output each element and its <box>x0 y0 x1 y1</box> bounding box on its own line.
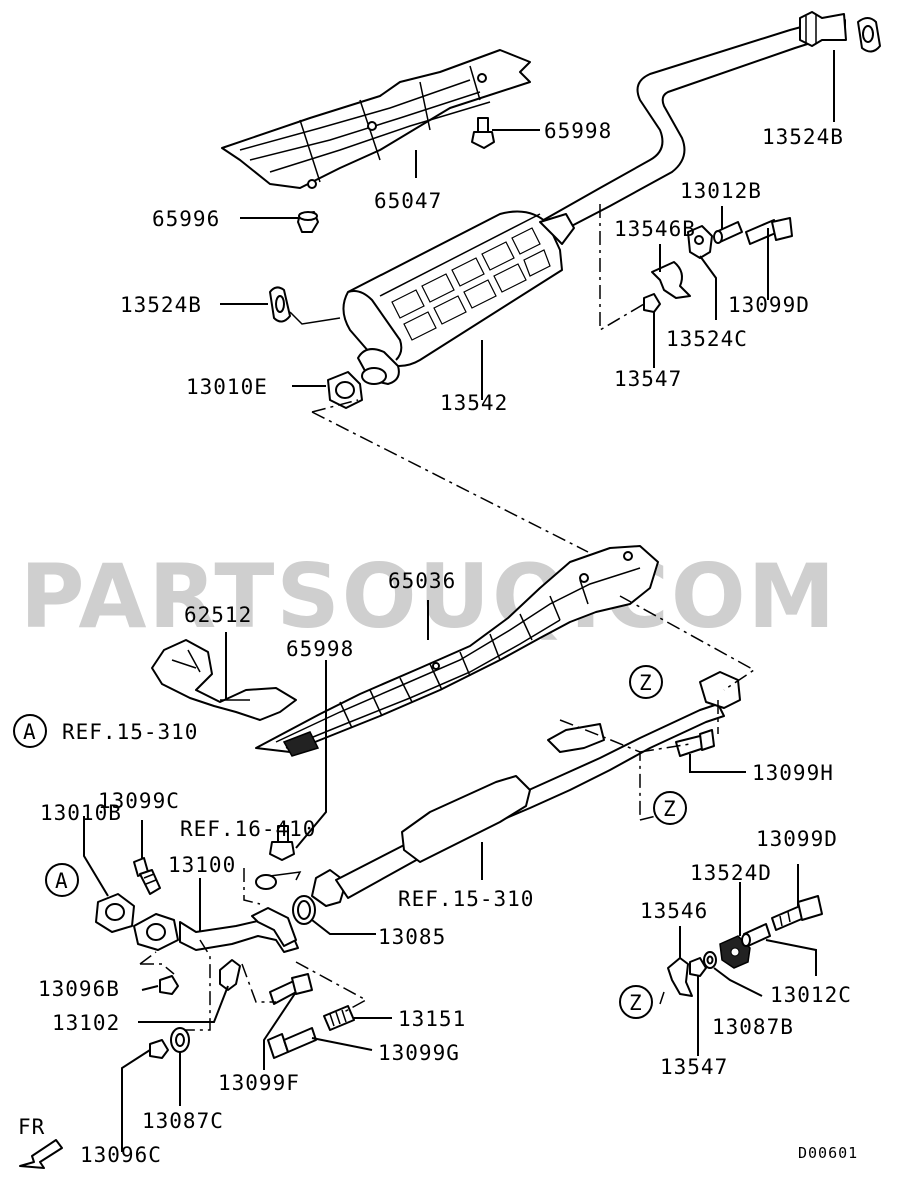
bolt-13099d-top[interactable] <box>745 217 793 245</box>
part-labels: 65998 65047 65996 13524B 13010E 13542 13… <box>38 119 852 1167</box>
tail-pipe[interactable] <box>539 11 847 233</box>
rubber-mount-13524c[interactable] <box>687 225 713 259</box>
label-13524c[interactable]: 13524C <box>666 327 748 351</box>
main-muffler-13542[interactable] <box>342 210 575 385</box>
bolt-13099d-bottom[interactable] <box>771 895 823 931</box>
callout-z-mid[interactable]: Z <box>653 791 687 825</box>
front-flange <box>133 913 179 951</box>
nut-13547-bottom[interactable] <box>689 957 707 977</box>
bolt-65998-top[interactable] <box>471 117 495 149</box>
svg-text:A: A <box>23 720 37 744</box>
diagram-code: D00601 <box>798 1144 858 1162</box>
grommet-65996[interactable] <box>297 211 319 233</box>
label-13085[interactable]: 13085 <box>378 925 446 949</box>
dash-lines <box>139 204 756 1031</box>
label-13099h[interactable]: 13099H <box>752 761 834 785</box>
label-13012b[interactable]: 13012B <box>680 179 762 203</box>
label-13524b-right[interactable]: 13524B <box>762 125 844 149</box>
label-13547-top[interactable]: 13547 <box>614 367 682 391</box>
collar-13012b[interactable] <box>713 221 743 244</box>
svg-text:Z: Z <box>629 991 643 1015</box>
gasket-13010e[interactable] <box>327 371 363 409</box>
heat-shield-ribs <box>339 579 589 729</box>
bolt-13099h[interactable] <box>675 729 715 757</box>
label-13524d[interactable]: 13524D <box>690 861 772 885</box>
callout-a-top[interactable]: A <box>13 714 47 748</box>
svg-text:Z: Z <box>663 797 677 821</box>
rubber-hanger-13524b-right[interactable] <box>857 17 881 53</box>
label-13524b-left[interactable]: 13524B <box>120 293 202 317</box>
nut-13096c[interactable] <box>149 1039 169 1059</box>
label-13096c[interactable]: 13096C <box>80 1143 162 1167</box>
bolt-13099f[interactable] <box>269 973 313 1005</box>
label-65998-top[interactable]: 65998 <box>544 119 612 143</box>
label-65996[interactable]: 65996 <box>152 207 220 231</box>
callout-z-bottom[interactable]: Z <box>619 985 653 1019</box>
label-13012c[interactable]: 13012C <box>770 983 852 1007</box>
label-13096b[interactable]: 13096B <box>38 977 120 1001</box>
label-ref-16-410[interactable]: REF.16-410 <box>180 817 316 841</box>
hanger-bracket-13546b[interactable] <box>651 261 691 299</box>
nut-13096b[interactable] <box>159 975 179 995</box>
oxygen-sensor-ref-16-410 <box>255 871 302 890</box>
collar-13012c[interactable] <box>741 923 771 947</box>
gasket-13010b[interactable] <box>95 893 135 933</box>
hanger-bracket-13546[interactable] <box>667 957 693 997</box>
label-13102[interactable]: 13102 <box>52 1011 120 1035</box>
stud-bolt-13099c[interactable] <box>133 857 161 895</box>
muffler-ribs <box>391 227 551 341</box>
label-13010e[interactable]: 13010E <box>186 375 268 399</box>
label-65998-mid[interactable]: 65998 <box>286 637 354 661</box>
label-ref-15-310-mid[interactable]: REF.15-310 <box>398 887 534 911</box>
callout-a-bottom[interactable]: A <box>45 863 79 897</box>
label-13542[interactable]: 13542 <box>440 391 508 415</box>
exhaust-front-pipe-13100[interactable] <box>179 907 299 953</box>
label-13010b[interactable]: 13010B <box>40 801 122 825</box>
label-13546[interactable]: 13546 <box>640 899 708 923</box>
label-13099d-top[interactable]: 13099D <box>728 293 810 317</box>
label-13151[interactable]: 13151 <box>398 1007 466 1031</box>
label-13087c[interactable]: 13087C <box>142 1109 224 1133</box>
heat-shield-65047[interactable] <box>221 49 531 189</box>
label-ref-15-310-top[interactable]: REF.15-310 <box>62 720 198 744</box>
label-13100[interactable]: 13100 <box>168 853 236 877</box>
label-13099f[interactable]: 13099F <box>218 1071 300 1095</box>
washer-13087c[interactable] <box>170 1027 190 1053</box>
leader-lines <box>83 50 835 1152</box>
arrow-icon <box>19 1139 63 1169</box>
label-65047[interactable]: 65047 <box>374 189 442 213</box>
washer-13087b[interactable] <box>703 951 717 969</box>
bolt-65998-mid[interactable] <box>269 825 295 861</box>
label-65036[interactable]: 65036 <box>388 569 456 593</box>
rubber-hanger-13524b-left[interactable] <box>269 286 341 325</box>
heat-shield-65036[interactable] <box>255 545 659 757</box>
label-13087b[interactable]: 13087B <box>712 1015 794 1039</box>
label-13546b[interactable]: 13546B <box>614 217 696 241</box>
callout-z-top[interactable]: Z <box>629 665 663 699</box>
bolt-13099g[interactable] <box>267 1027 317 1059</box>
svg-text:Z: Z <box>639 671 653 695</box>
svg-text:A: A <box>55 869 69 893</box>
gasket-13085[interactable] <box>292 895 316 925</box>
label-13547-bottom[interactable]: 13547 <box>660 1055 728 1079</box>
label-13099g[interactable]: 13099G <box>378 1041 460 1065</box>
svg-text:FR: FR <box>18 1115 45 1139</box>
label-13099d-bottom[interactable]: 13099D <box>756 827 838 851</box>
label-13099c[interactable]: 13099C <box>98 789 180 813</box>
label-62512[interactable]: 62512 <box>184 603 252 627</box>
nut-13547-top[interactable] <box>643 293 661 313</box>
spring-13151[interactable] <box>323 1005 355 1031</box>
front-direction-indicator: FR <box>18 1115 63 1169</box>
heat-shield-bracket-62512[interactable] <box>151 639 297 721</box>
bracket-13102[interactable] <box>219 959 241 991</box>
